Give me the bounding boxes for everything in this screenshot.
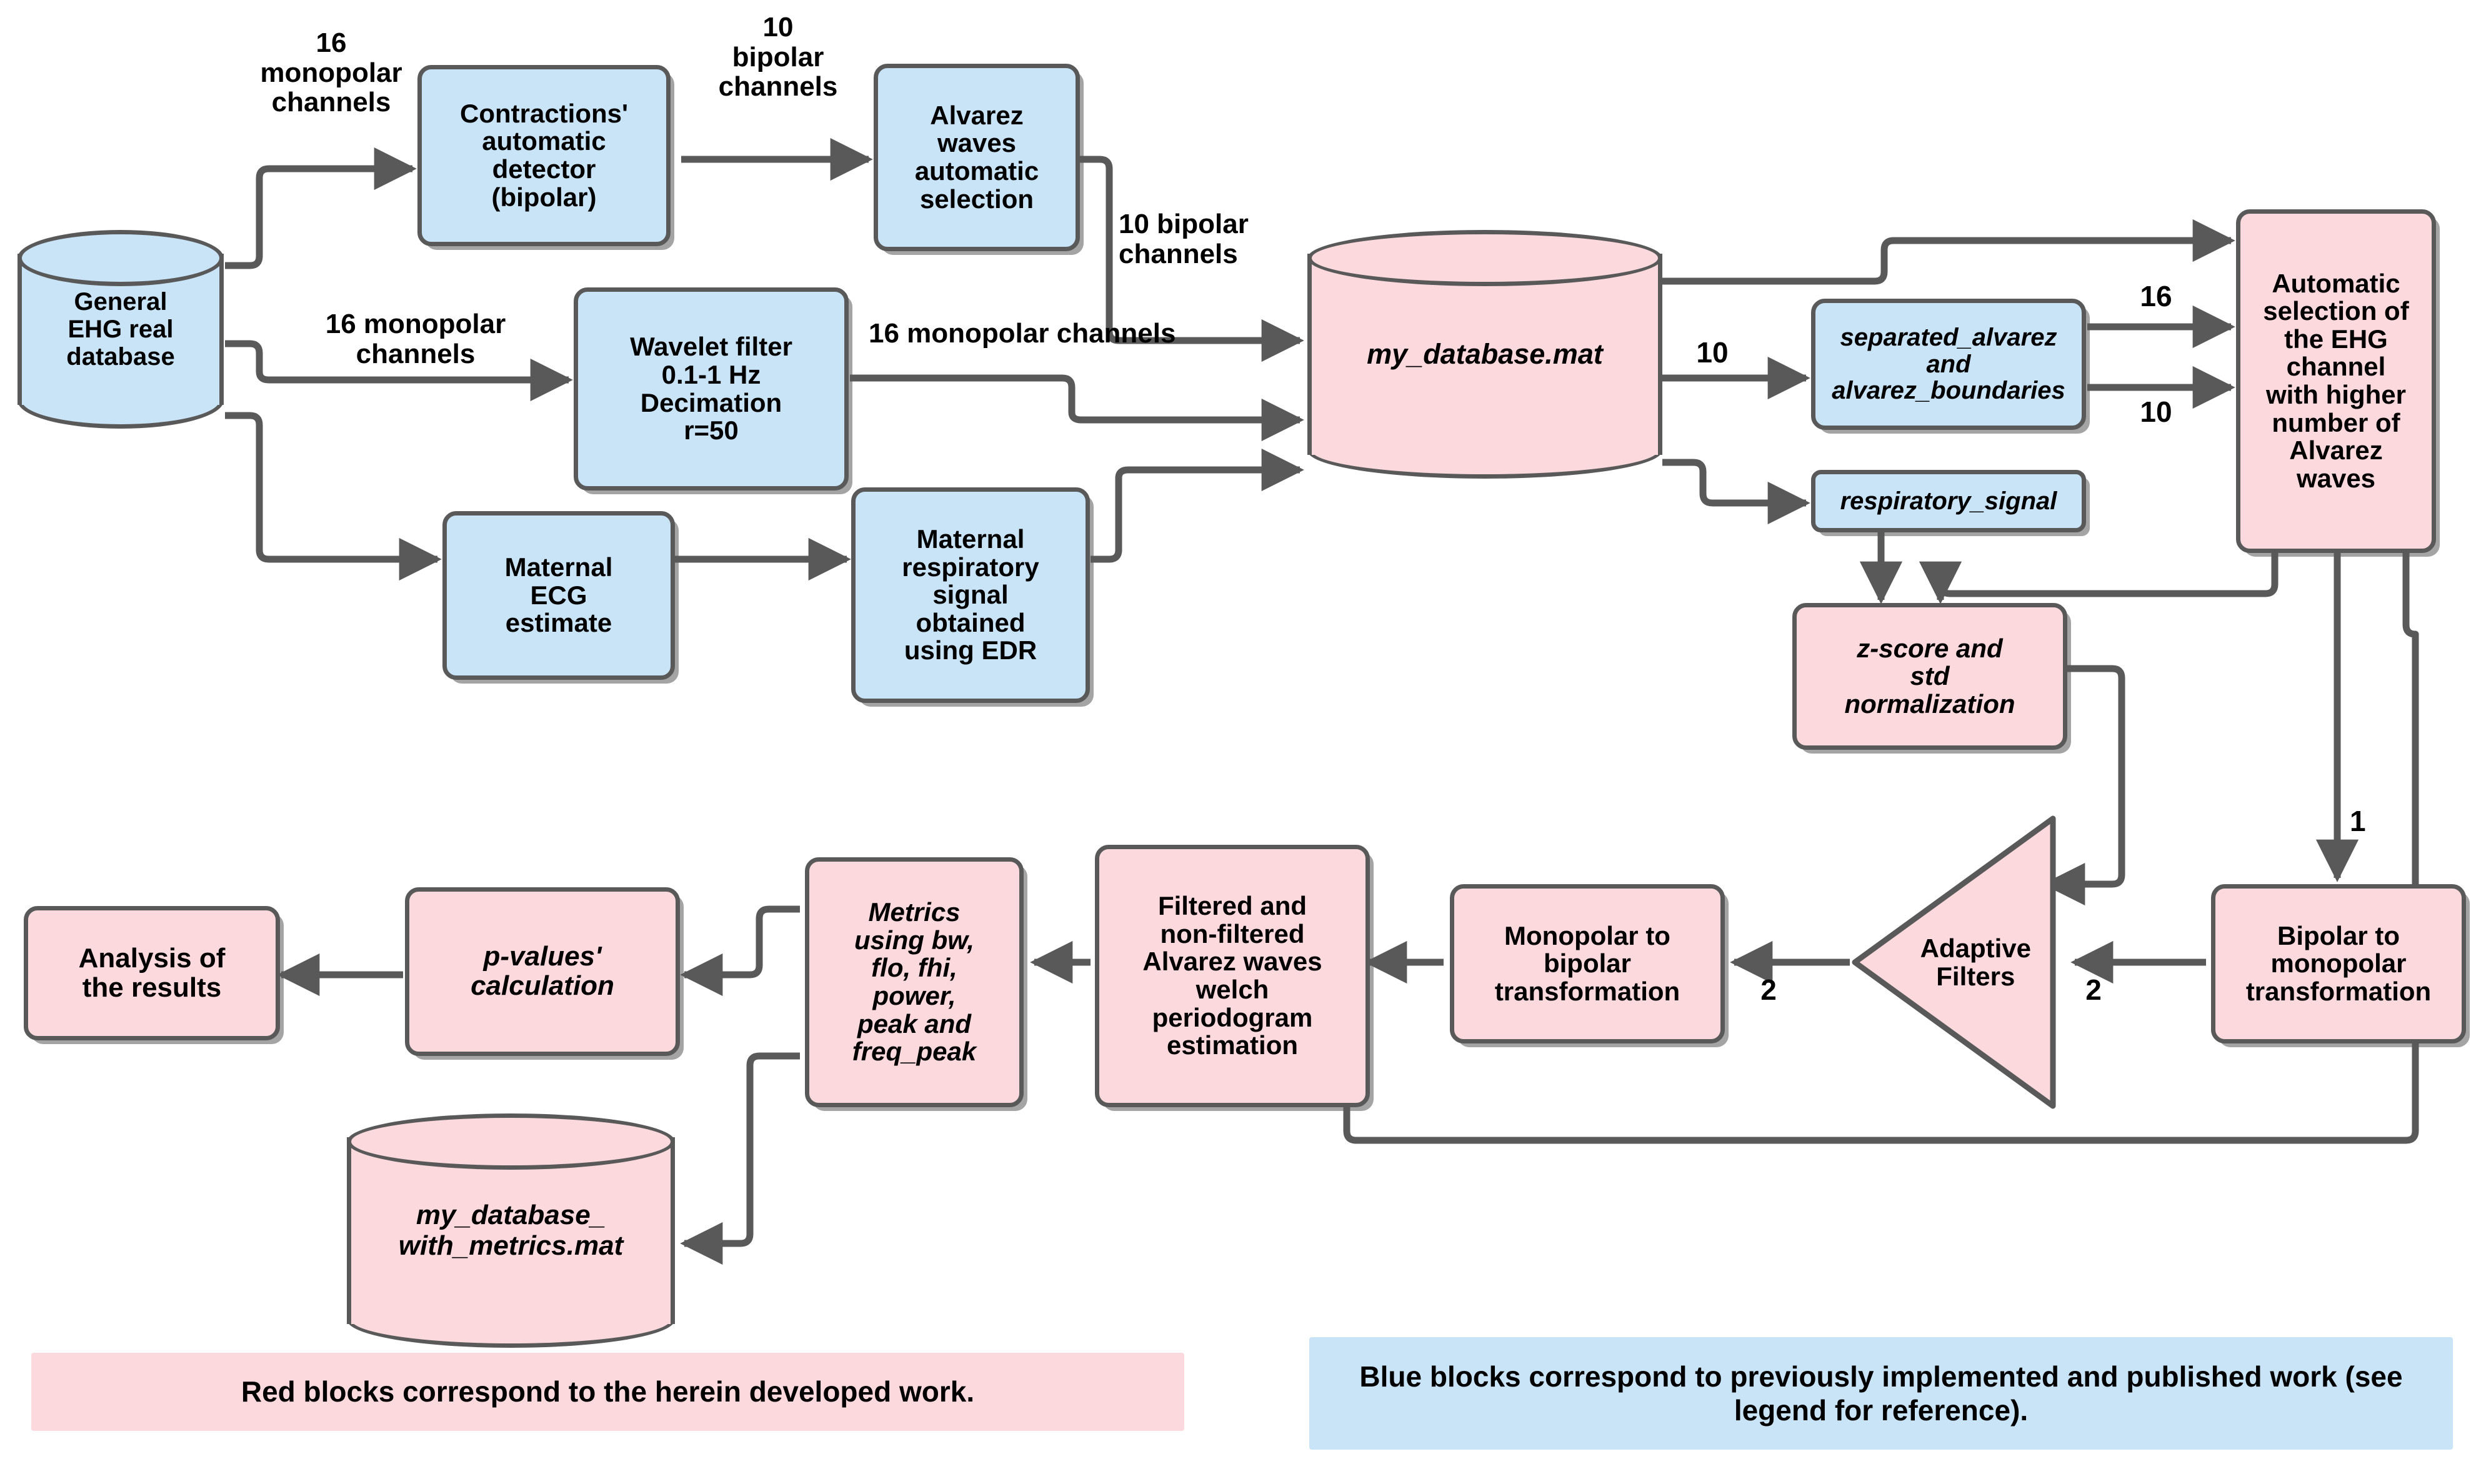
node-respiratory-signal[interactable]: respiratory_signal bbox=[1811, 470, 2086, 532]
node-alvarez-selection-label: Alvarez waves automatic selection bbox=[914, 100, 1039, 214]
node-metrics-label: Metrics using bw, flo, fhi, power, peak … bbox=[852, 897, 977, 1067]
edge-label-db-to-wavelet: 16 monopolar channels bbox=[325, 309, 506, 369]
node-general-database-label: General EHG real database bbox=[66, 288, 175, 371]
legend-blue-blocks: Blue blocks correspond to previously imp… bbox=[1309, 1337, 2453, 1450]
node-bipolar-to-monopolar[interactable]: Bipolar to monopolar transformation bbox=[2211, 884, 2466, 1043]
edge-mydb-to-respsignal bbox=[1662, 459, 1810, 525]
edge-db-to-contractions bbox=[225, 147, 417, 269]
edge-label-alvarez-to-db: 10 bipolar channels bbox=[1119, 209, 1249, 269]
cylinder-top bbox=[1307, 230, 1662, 286]
edge-resp-to-mydb bbox=[1091, 448, 1304, 563]
node-general-database[interactable]: General EHG real database bbox=[17, 230, 224, 429]
cylinder-body bbox=[1307, 254, 1662, 455]
cylinder-top bbox=[17, 230, 224, 286]
node-my-database-mat[interactable]: my_database.mat bbox=[1307, 230, 1662, 479]
edge-wavelet-to-mydb bbox=[850, 374, 1304, 442]
node-respiratory-signal-label: respiratory_signal bbox=[1840, 487, 2057, 515]
node-welch-periodogram[interactable]: Filtered and non-filtered Alvarez waves … bbox=[1095, 845, 1370, 1107]
edge-label-contractions-to-alvarez: 10 bipolar channels bbox=[718, 12, 838, 102]
node-my-database-mat-label: my_database.mat bbox=[1367, 338, 1603, 371]
node-pvalues[interactable]: p-values' calculation bbox=[405, 887, 680, 1056]
node-separated-alvarez-label: separated_alvarez and alvarez_boundaries bbox=[1832, 324, 2065, 405]
edge-label-db-to-sepalvarez: 10 bbox=[1696, 336, 1729, 369]
node-separated-alvarez[interactable]: separated_alvarez and alvarez_boundaries bbox=[1811, 299, 2086, 430]
node-contractions-detector-label: Contractions' automatic detector (bipola… bbox=[459, 98, 628, 212]
node-db-with-metrics-label: my_database_ with_metrics.mat bbox=[398, 1200, 624, 1261]
node-wavelet-filter[interactable]: Wavelet filter 0.1-1 Hz Decimation r=50 bbox=[574, 287, 849, 491]
node-maternal-respiratory-label: Maternal respiratory signal obtained usi… bbox=[902, 524, 1039, 665]
edge-label-wavelet-to-db: 16 monopolar channels bbox=[869, 318, 1176, 349]
node-analysis[interactable]: Analysis of the results bbox=[24, 906, 280, 1040]
edge-label-autoselect-to-bip2mono: 1 bbox=[2350, 805, 2366, 837]
node-maternal-ecg[interactable]: Maternal ECG estimate bbox=[442, 511, 675, 680]
node-adaptive-filters-label: Adaptive Filters bbox=[1920, 933, 2031, 991]
node-pvalues-label: p-values' calculation bbox=[471, 941, 614, 1001]
node-auto-ehg-selection[interactable]: Automatic selection of the EHG channel w… bbox=[2236, 209, 2436, 553]
legend-blue-blocks-text: Blue blocks correspond to previously imp… bbox=[1359, 1360, 2403, 1427]
node-auto-ehg-selection-label: Automatic selection of the EHG channel w… bbox=[2263, 268, 2409, 493]
node-alvarez-selection[interactable]: Alvarez waves automatic selection bbox=[874, 64, 1080, 251]
edge-mydb-to-autoselect bbox=[1662, 219, 2235, 285]
node-metrics[interactable]: Metrics using bw, flo, fhi, power, peak … bbox=[805, 857, 1024, 1107]
cylinder-top bbox=[347, 1113, 675, 1170]
node-maternal-respiratory[interactable]: Maternal respiratory signal obtained usi… bbox=[851, 487, 1090, 703]
legend-red-blocks: Red blocks correspond to the herein deve… bbox=[31, 1353, 1184, 1431]
edge-label-bip2mono-to-filters: 2 bbox=[2085, 974, 2102, 1006]
node-contractions-detector[interactable]: Contractions' automatic detector (bipola… bbox=[417, 65, 671, 246]
edge-label-sep-to-auto-10: 10 bbox=[2140, 396, 2172, 428]
node-monopolar-to-bipolar[interactable]: Monopolar to bipolar transformation bbox=[1450, 884, 1725, 1043]
edge-label-db-to-contractions: 16 monopolar channels bbox=[260, 27, 402, 118]
node-monopolar-to-bipolar-label: Monopolar to bipolar transformation bbox=[1494, 920, 1680, 1006]
legend-red-blocks-text: Red blocks correspond to the herein deve… bbox=[241, 1375, 975, 1408]
edge-metrics-to-pvalues bbox=[680, 905, 800, 997]
node-zscore-normalization-label: z-score and std normalization bbox=[1844, 633, 2015, 719]
edge-db-to-maternal-ecg bbox=[225, 412, 442, 581]
edge-label-filters-to-mono2bip: 2 bbox=[1760, 974, 1777, 1006]
node-db-with-metrics[interactable]: my_database_ with_metrics.mat bbox=[347, 1113, 675, 1348]
node-welch-periodogram-label: Filtered and non-filtered Alvarez waves … bbox=[1142, 891, 1322, 1060]
edge-label-sep-to-auto-16: 16 bbox=[2140, 280, 2172, 312]
node-maternal-ecg-label: Maternal ECG estimate bbox=[504, 552, 613, 638]
node-analysis-label: Analysis of the results bbox=[78, 942, 226, 1003]
node-zscore-normalization[interactable]: z-score and std normalization bbox=[1792, 603, 2067, 750]
node-wavelet-filter-label: Wavelet filter 0.1-1 Hz Decimation r=50 bbox=[630, 332, 792, 446]
edge-autoselect-to-zscore bbox=[1919, 553, 2279, 604]
edge-metrics-to-dbmetrics bbox=[680, 1052, 800, 1265]
node-bipolar-to-monopolar-label: Bipolar to monopolar transformation bbox=[2245, 920, 2432, 1006]
node-adaptive-filters[interactable]: Adaptive Filters bbox=[1850, 815, 2056, 1109]
